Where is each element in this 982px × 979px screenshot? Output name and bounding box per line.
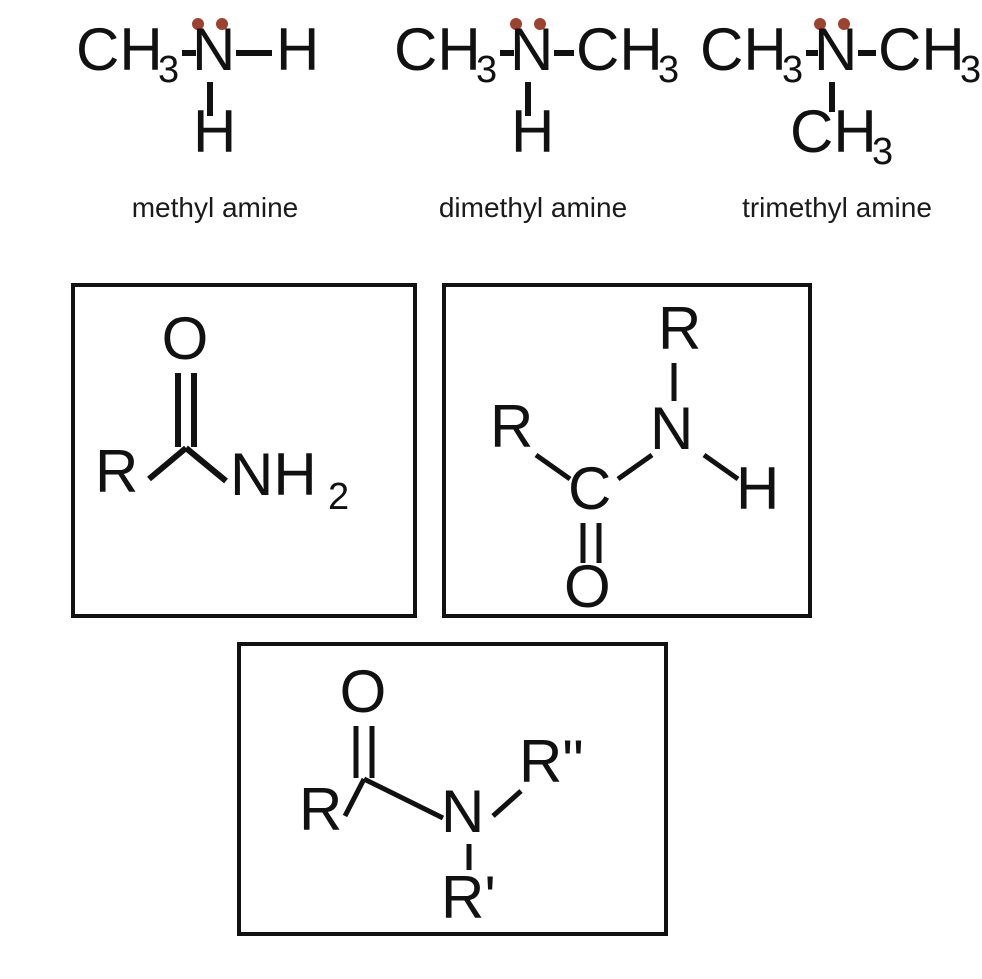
trimethylamine-right-group-subscript: 3 — [960, 49, 981, 91]
trimethylamine-nitrogen-label: N — [814, 16, 857, 83]
dimethylamine-nitrogen-label: N — [510, 16, 553, 83]
oxygen-label: O — [564, 553, 611, 614]
bond-nitrogen-to-hydrogen — [702, 452, 740, 482]
bond-r-to-carbonyl — [147, 445, 188, 482]
r-group-prime-label: R' — [441, 864, 496, 931]
trimethylamine-right-group-label: CH — [878, 16, 965, 83]
methylamine-left-group-subscript: 3 — [158, 49, 179, 91]
caption-trimethyl-amine: trimethyl amine — [742, 192, 932, 223]
primary-amide-structure: O R NH 2 — [95, 305, 349, 518]
lone-pair-dot-left — [814, 18, 826, 30]
lone-pair-dot-right — [838, 18, 850, 30]
oxygen-label: O — [162, 305, 209, 372]
r-group-top-label: R — [658, 295, 701, 362]
nitrogen-label: N — [650, 395, 693, 462]
amine-dimethyl-amine: CH 3 N CH 3 H dimethyl amine — [378, 0, 688, 250]
trimethylamine-left-group-subscript: 3 — [782, 49, 803, 91]
lone-pair-dot-right — [534, 18, 546, 30]
lone-pair-dot-left — [510, 18, 522, 30]
r-group-label: R — [95, 438, 138, 505]
dimethylamine-right-group-subscript: 3 — [658, 49, 679, 91]
dimethylamine-right-group-label: CH — [576, 16, 663, 83]
carbon-label: C — [568, 455, 611, 522]
trimethylamine-bottom-group-label: CH — [790, 98, 877, 165]
bond-left-r-to-carbon — [534, 452, 572, 482]
methylamine-bottom-group-label: H — [193, 98, 236, 165]
methyl-amine-structure: CH 3 N H H — [76, 16, 319, 165]
caption-methyl-amine: methyl amine — [131, 192, 299, 223]
lone-pair-dot-left — [192, 18, 204, 30]
methylamine-right-group-label: H — [276, 16, 319, 83]
trimethylamine-bottom-group-subscript: 3 — [872, 131, 893, 173]
nitrogen-label: N — [441, 778, 484, 845]
dimethylamine-left-group-label: CH — [394, 16, 481, 83]
amine-group-label: NH — [230, 441, 317, 508]
bond-carbonyl-to-nitrogen — [362, 776, 445, 821]
trimethyl-amine-structure: CH 3 N CH 3 CH 3 — [700, 16, 981, 173]
bond-carbonyl-to-nitrogen — [184, 445, 228, 484]
dimethyl-amine-structure: CH 3 N CH 3 H — [394, 16, 679, 165]
bond-carbon-to-nitrogen — [616, 452, 654, 482]
oxygen-label: O — [340, 658, 387, 725]
caption-dimethyl-amine: dimethyl amine — [438, 192, 628, 223]
secondary-amide-structure: R R C N H O — [490, 295, 779, 614]
bond-r-to-carbonyl — [342, 777, 367, 818]
primary-amide-box: O R NH 2 — [71, 283, 417, 618]
r-group-left-label: R — [490, 393, 533, 460]
dimethylamine-left-group-subscript: 3 — [476, 49, 497, 91]
dimethylamine-bottom-group-label: H — [511, 98, 554, 165]
methylamine-nitrogen-label: N — [192, 16, 235, 83]
amine-trimethyl-amine: CH 3 N CH 3 CH 3 trimethyl amine — [692, 0, 982, 250]
amine-row: CH 3 N H H methyl amine C — [0, 0, 982, 250]
tertiary-amide-structure: O R N R" R' — [299, 658, 584, 931]
r-group-double-prime-label: R" — [519, 728, 584, 795]
methylamine-left-group-label: CH — [76, 16, 163, 83]
amine-methyl-amine: CH 3 N H H methyl amine — [60, 0, 370, 250]
secondary-amide-box: R R C N H O — [442, 283, 812, 618]
lone-pair-dot-right — [216, 18, 228, 30]
amine-group-subscript: 2 — [328, 476, 349, 518]
bond-nitrogen-to-r-double-prime — [491, 789, 523, 818]
r-group-left-label: R — [299, 776, 342, 843]
hydrogen-label: H — [736, 455, 779, 522]
tertiary-amide-box: O R N R" R' — [237, 642, 668, 936]
trimethylamine-left-group-label: CH — [700, 16, 787, 83]
